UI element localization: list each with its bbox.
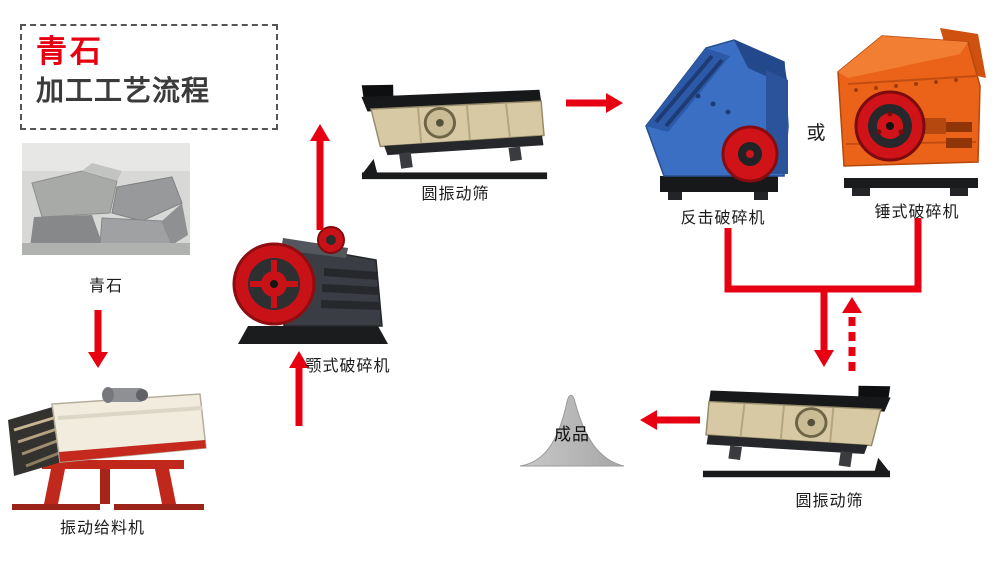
screen-body-group: [361, 84, 545, 169]
vibrating-screen-bottom-image: [702, 385, 891, 478]
jaw-base: [238, 326, 388, 344]
title-material: 青石: [36, 34, 104, 69]
finished-product-pile: [519, 394, 625, 467]
arrow-stone-to-feeder: [88, 310, 108, 368]
screen-bottom-label: 圆振动筛: [795, 493, 864, 510]
connector-crushers-merge: [724, 218, 922, 293]
hammer-wheel: [854, 90, 926, 162]
hammer-crusher-label: 锤式破碎机: [874, 204, 960, 221]
hammer-base: [844, 178, 978, 196]
title-box: 青石 加工工艺流程: [20, 24, 278, 130]
feeder-trough: [51, 393, 207, 463]
hammer-crusher-image: [837, 28, 986, 196]
jaw-crusher-label: 颚式破碎机: [305, 358, 391, 375]
arrow-screen-top-to-impact-crusher: [566, 93, 623, 113]
screen-body-group: [702, 385, 891, 478]
product-label: 成品: [554, 425, 590, 444]
jaw-top-pulley: [317, 226, 345, 254]
title-process: 加工工艺流程: [36, 75, 211, 106]
feeder-base: [12, 460, 204, 510]
impact-crusher-image: [645, 39, 789, 200]
stone-label: 青石: [88, 278, 123, 295]
impact-pulley: [721, 125, 779, 183]
jaw-flywheel: [232, 242, 316, 326]
stone-photo: [22, 143, 190, 255]
vibrating-feeder-image: [8, 387, 207, 510]
arrow-screen-bottom-to-product: [640, 410, 700, 430]
screen-top-label: 圆振动筛: [421, 186, 490, 203]
jaw-crusher-image: [232, 226, 388, 344]
feeder-label: 振动给料机: [59, 520, 145, 537]
or-text: 或: [806, 123, 826, 144]
vibrating-screen-top-image: [361, 84, 548, 180]
feeder-motor: [102, 387, 148, 403]
impact-crusher-label: 反击破碎机: [680, 210, 766, 227]
